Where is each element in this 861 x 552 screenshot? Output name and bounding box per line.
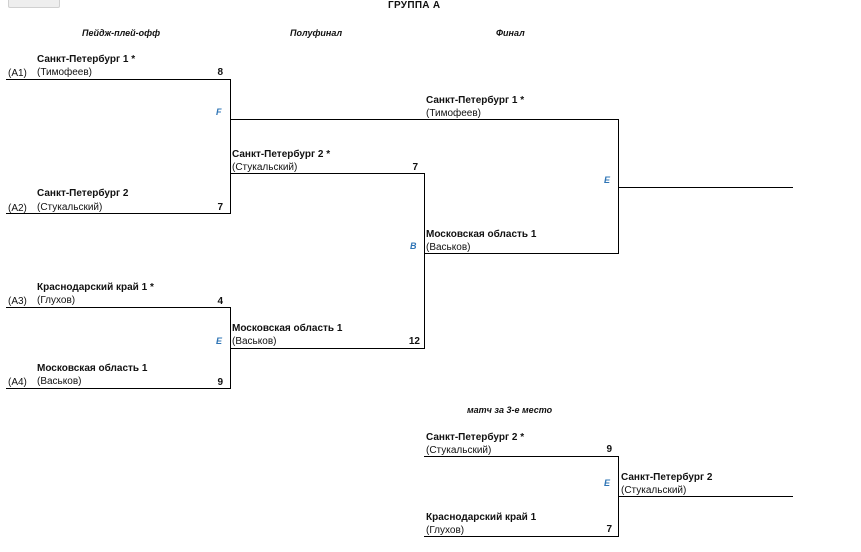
team-name: Санкт-Петербург 2 * bbox=[426, 432, 525, 443]
player-name: (Тимофеев) bbox=[426, 108, 482, 119]
bracket-line bbox=[6, 388, 230, 389]
player-name: (Тимофеев) bbox=[37, 67, 93, 78]
bracket-title: ГРУППА А bbox=[388, 0, 441, 11]
seed-label: (A1) bbox=[8, 68, 27, 79]
match-score: 9 bbox=[217, 377, 223, 388]
bracket-line bbox=[230, 173, 424, 174]
match-score: 12 bbox=[408, 336, 420, 347]
match-score: 8 bbox=[217, 67, 223, 78]
bracket-line bbox=[6, 307, 230, 308]
bracket-connector bbox=[618, 119, 619, 254]
header-final: Финал bbox=[496, 28, 525, 38]
player-name: (Васьков) bbox=[37, 376, 82, 387]
team-name: Московская область 1 bbox=[37, 363, 148, 374]
bracket-line bbox=[230, 119, 618, 120]
team-name: Санкт-Петербург 2 bbox=[37, 188, 129, 199]
team-name: Краснодарский край 1 * bbox=[37, 282, 154, 293]
seed-label: (A3) bbox=[8, 296, 27, 307]
player-name: (Васьков) bbox=[232, 336, 277, 347]
match-score: 9 bbox=[606, 444, 612, 455]
player-name: (Стукальский) bbox=[232, 162, 298, 173]
bracket-line bbox=[424, 536, 618, 537]
player-name: (Стукальский) bbox=[426, 445, 492, 456]
court-label: F bbox=[216, 107, 222, 117]
player-name: (Васьков) bbox=[426, 242, 471, 253]
player-name: (Глухов) bbox=[426, 525, 465, 536]
header-playoff: Пейдж-плей-офф bbox=[82, 28, 161, 38]
bracket-line bbox=[424, 456, 618, 457]
match-score: 7 bbox=[217, 202, 223, 213]
bracket-line bbox=[6, 213, 230, 214]
bracket-line bbox=[424, 253, 618, 254]
bracket-line bbox=[6, 79, 230, 80]
team-name: Санкт-Петербург 2 * bbox=[232, 149, 331, 160]
player-name: (Стукальский) bbox=[621, 485, 687, 496]
match-score: 7 bbox=[606, 524, 612, 535]
toolbar-button[interactable] bbox=[8, 0, 60, 8]
bracket-line bbox=[618, 187, 793, 188]
bracket-connector bbox=[424, 173, 425, 349]
court-label: E bbox=[604, 175, 611, 185]
bracket-line bbox=[230, 348, 424, 349]
team-name: Санкт-Петербург 2 bbox=[621, 472, 713, 483]
bracket-connector bbox=[230, 79, 231, 214]
court-label: E bbox=[604, 478, 611, 488]
player-name: (Стукальский) bbox=[37, 202, 103, 213]
team-name: Московская область 1 bbox=[232, 323, 343, 334]
match-score: 7 bbox=[412, 162, 418, 173]
header-third-place: матч за 3-е место bbox=[467, 405, 553, 415]
team-name: Московская область 1 bbox=[426, 229, 537, 240]
bracket-line bbox=[618, 496, 793, 497]
seed-label: (A4) bbox=[8, 377, 27, 388]
court-label: E bbox=[216, 336, 223, 346]
match-score: 4 bbox=[217, 296, 223, 307]
court-label: B bbox=[410, 241, 417, 251]
team-name: Краснодарский край 1 bbox=[426, 512, 537, 523]
header-semifinal: Полуфинал bbox=[290, 28, 343, 38]
team-name: Санкт-Петербург 1 * bbox=[37, 54, 136, 65]
seed-label: (A2) bbox=[8, 203, 27, 214]
player-name: (Глухов) bbox=[37, 295, 76, 306]
team-name: Санкт-Петербург 1 * bbox=[426, 95, 525, 106]
